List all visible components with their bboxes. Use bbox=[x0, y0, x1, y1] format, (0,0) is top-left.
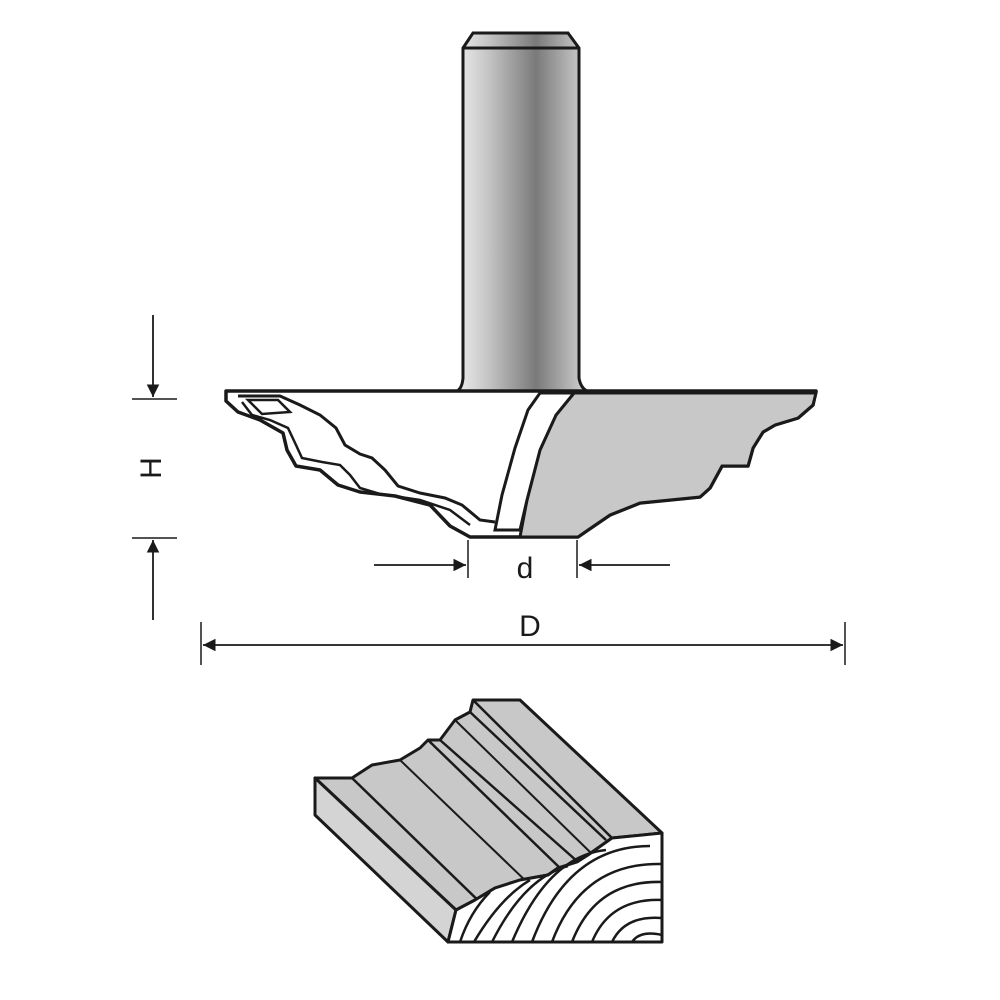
moulding-groove-1 bbox=[351, 777, 489, 911]
cutter-head bbox=[224, 389, 818, 539]
shank bbox=[454, 31, 591, 394]
moulding-end-grain bbox=[446, 831, 664, 944]
overall-diameter-label: D bbox=[519, 610, 541, 643]
moulding-groove-7 bbox=[399, 759, 531, 886]
moulding-groove-2 bbox=[427, 739, 561, 869]
cutting-edge-detail bbox=[244, 398, 293, 416]
cut-diameter-label: d bbox=[517, 552, 534, 585]
cutting-edge-profile bbox=[238, 394, 496, 524]
height-label: H bbox=[135, 457, 168, 479]
dimension-d: d bbox=[374, 540, 670, 585]
carbide-insert bbox=[493, 391, 578, 532]
dimension-D: D bbox=[200, 610, 846, 665]
wood-grain-rings bbox=[458, 844, 663, 943]
cutting-edge-inner bbox=[241, 401, 471, 526]
cutter-shaded-face bbox=[518, 391, 818, 539]
shank-body bbox=[454, 31, 591, 394]
moulding-workpiece bbox=[313, 698, 664, 944]
moulding-groove-3 bbox=[439, 739, 579, 863]
moulding-groove-5 bbox=[472, 699, 613, 839]
dimension-h: H bbox=[132, 315, 177, 620]
moulding-groove-4 bbox=[469, 711, 607, 841]
moulding-groove-6 bbox=[454, 719, 591, 853]
